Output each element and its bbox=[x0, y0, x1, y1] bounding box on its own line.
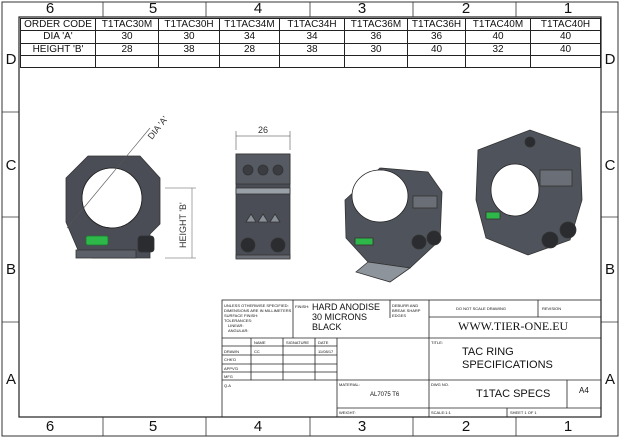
spec-cell: T1TAC36M bbox=[344, 17, 408, 32]
spec-cell: T1TAC34H bbox=[279, 17, 345, 32]
zone-number-bottom: 5 bbox=[148, 418, 158, 435]
col-signature: SIGNATURE bbox=[286, 340, 310, 345]
spec-cell: 32 bbox=[465, 42, 531, 56]
material-value: AL7075 T6 bbox=[370, 392, 400, 398]
zone-letter-right: C bbox=[604, 157, 616, 174]
material-label: MATERIAL: bbox=[339, 382, 360, 387]
width-dim-label: 26 bbox=[258, 125, 268, 135]
zone-number-bottom: 3 bbox=[357, 418, 367, 435]
isometric-view-1 bbox=[344, 167, 443, 283]
row-approved: APPV'D bbox=[224, 366, 239, 371]
spec-row-header: HEIGHT 'B' bbox=[20, 42, 96, 56]
zone-letter-left: A bbox=[5, 371, 16, 388]
title-block-grid bbox=[221, 299, 602, 418]
zone-number-top: 2 bbox=[461, 0, 471, 17]
dwg-no-label: DWG NO. bbox=[431, 382, 449, 387]
dia-label: DIA 'A' bbox=[146, 114, 170, 141]
zone-letter-right: B bbox=[604, 261, 615, 278]
spec-cell: 40 bbox=[407, 42, 466, 56]
col-date: DATE bbox=[318, 340, 329, 345]
spec-cell: T1TAC30H bbox=[158, 17, 220, 32]
spec-cell: 30 bbox=[95, 30, 159, 44]
spec-cell bbox=[465, 54, 531, 69]
weight-label: WEIGHT: bbox=[339, 410, 356, 415]
spec-row bbox=[20, 54, 601, 69]
side-view bbox=[235, 131, 291, 260]
drawn-date: 11/08/17 bbox=[318, 349, 334, 354]
zone-number-top: 1 bbox=[563, 0, 573, 17]
drawn-name: CC bbox=[254, 349, 260, 354]
spec-cell: 30 bbox=[344, 42, 408, 56]
zone-number-bottom: 2 bbox=[461, 418, 471, 435]
row-drawn: DRAWN bbox=[224, 349, 239, 354]
spec-cell: 28 bbox=[219, 42, 280, 56]
spec-cell: T1TAC40H bbox=[530, 17, 601, 32]
revision-label: REVISION bbox=[542, 306, 562, 311]
row-mfg: MFG bbox=[224, 374, 233, 379]
sheet-label: SHEET 1 OF 1 bbox=[510, 410, 537, 415]
isometric-view-2 bbox=[475, 129, 583, 256]
spec-cell: 28 bbox=[95, 42, 159, 56]
tolerance-note: UNLESS OTHERWISE SPECIFIED: DIMENSIONS A… bbox=[224, 303, 292, 333]
spec-cell: 38 bbox=[279, 42, 345, 56]
zone-number-top: 4 bbox=[253, 0, 263, 17]
website: WWW.TIER-ONE.EU bbox=[458, 319, 569, 333]
height-label: HEIGHT 'B' bbox=[178, 202, 188, 248]
no-scale-note: DO NOT SCALE DRAWING bbox=[456, 306, 507, 311]
scale-label: SCALE:1:1 bbox=[431, 410, 451, 415]
spec-cell: T1TAC40M bbox=[465, 17, 531, 32]
zone-letter-left: B bbox=[5, 261, 16, 278]
spec-cell: 40 bbox=[530, 42, 601, 56]
spec-cell bbox=[219, 54, 280, 69]
col-name: NAME bbox=[254, 340, 266, 345]
spec-cell: 40 bbox=[530, 30, 601, 44]
zone-number-bottom: 1 bbox=[563, 418, 573, 435]
zone-number-top: 6 bbox=[45, 0, 55, 17]
spec-cell: 34 bbox=[219, 30, 280, 44]
spec-cell bbox=[279, 54, 345, 69]
spec-row-header bbox=[20, 54, 96, 69]
sheet-size: A4 bbox=[579, 386, 589, 395]
front-view bbox=[65, 127, 196, 259]
zone-number-bottom: 6 bbox=[45, 418, 55, 435]
spec-cell: T1TAC30M bbox=[95, 17, 159, 32]
row-checked: CHK'D bbox=[224, 357, 237, 362]
spec-cell: 34 bbox=[279, 30, 345, 44]
finish-label: FINISH: bbox=[295, 304, 310, 309]
zone-letter-right: D bbox=[604, 51, 616, 68]
spec-row-header: ORDER CODE bbox=[20, 17, 96, 32]
spec-cell: 40 bbox=[465, 30, 531, 44]
spec-cell: 30 bbox=[158, 30, 220, 44]
zone-letter-left: C bbox=[5, 157, 17, 174]
zone-number-bottom: 4 bbox=[253, 418, 263, 435]
spec-cell: 36 bbox=[344, 30, 408, 44]
spec-cell bbox=[530, 54, 601, 69]
spec-cell bbox=[158, 54, 220, 69]
spec-cell bbox=[407, 54, 466, 69]
finish-value: HARD ANODISE 30 MICRONS BLACK bbox=[312, 302, 381, 332]
zone-number-top: 5 bbox=[148, 0, 158, 17]
spec-cell: 36 bbox=[407, 30, 466, 44]
spec-row-header: DIA 'A' bbox=[20, 30, 96, 44]
spec-cell: T1TAC36H bbox=[407, 17, 466, 32]
drawing-title: TAC RING SPECIFICATIONS bbox=[462, 346, 553, 371]
dwg-no-value: T1TAC SPECS bbox=[476, 388, 551, 400]
zone-letter-left: D bbox=[5, 51, 17, 68]
deburr-note: DEBURR AND BREAK SHARP EDGES bbox=[392, 303, 421, 318]
row-qa: Q.A bbox=[224, 383, 231, 388]
zone-letter-right: A bbox=[604, 371, 615, 388]
zone-number-top: 3 bbox=[357, 0, 367, 17]
spec-cell bbox=[95, 54, 159, 69]
title-label: TITLE: bbox=[431, 340, 444, 345]
spec-cell bbox=[344, 54, 408, 69]
spec-cell: 38 bbox=[158, 42, 220, 56]
spec-cell: T1TAC34M bbox=[219, 17, 280, 32]
